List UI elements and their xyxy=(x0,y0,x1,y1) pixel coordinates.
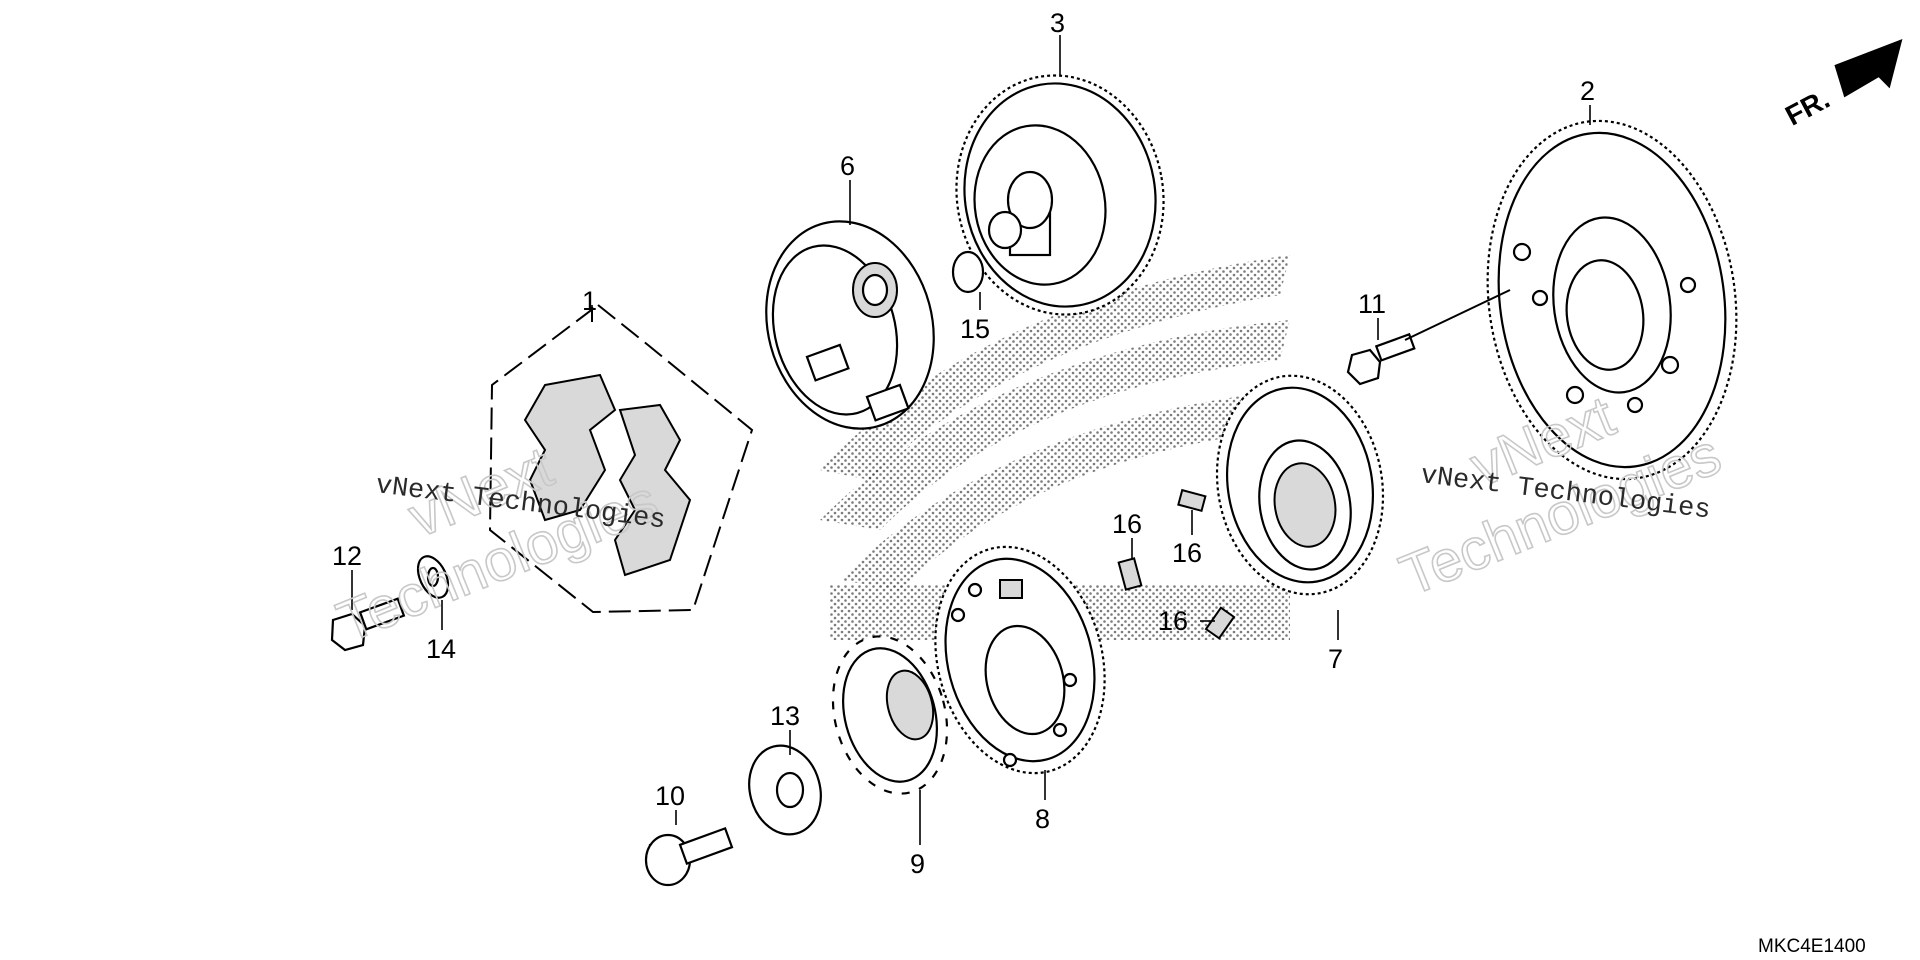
part-label-3: 3 xyxy=(1050,8,1065,38)
part-16-spring-c xyxy=(1204,606,1236,640)
part-16-spring-b xyxy=(1177,488,1207,513)
part-label-15: 15 xyxy=(960,314,990,344)
part-13-washer xyxy=(748,744,822,836)
part-3-clutch-outer xyxy=(955,74,1165,316)
part-12-flange-bolt xyxy=(330,597,406,652)
front-direction-marker: FR. xyxy=(1780,39,1903,132)
part-label-14: 14 xyxy=(426,634,456,664)
part-label-13: 13 xyxy=(770,701,800,731)
part-label-2: 2 xyxy=(1580,76,1595,106)
part-label-1: 1 xyxy=(582,286,597,316)
part-number-labels: 1 2 3 6 7 8 9 10 11 12 13 14 15 16 16 16 xyxy=(332,8,1595,879)
part-label-16a: 16 xyxy=(1112,509,1142,539)
part-10-flange-bolt xyxy=(644,826,734,887)
part-label-7: 7 xyxy=(1328,644,1343,674)
front-direction-label: FR. xyxy=(1780,83,1834,132)
part-14-washer xyxy=(416,555,450,599)
part-7-primary-drive-gear xyxy=(1215,374,1385,596)
part-label-11: 11 xyxy=(1358,289,1386,319)
part-15-snap-ring xyxy=(951,250,985,294)
part-6-clutch-drum xyxy=(765,220,935,430)
part-label-10: 10 xyxy=(655,781,685,811)
part-label-16c: 16 xyxy=(1158,606,1188,636)
part-8-starter-driven-gear xyxy=(934,545,1106,775)
part-2-driven-gear xyxy=(1486,119,1738,481)
part-label-16b: 16 xyxy=(1172,538,1202,568)
leader-lines xyxy=(351,35,1591,845)
diagram-code: MKC4E1400 xyxy=(1758,936,1866,957)
part-9-one-way-clutch xyxy=(831,635,949,795)
part-11-flange-bolt xyxy=(1346,289,1511,386)
part-label-6: 6 xyxy=(840,151,855,181)
part-1-weight-set xyxy=(488,303,754,614)
part-label-8: 8 xyxy=(1035,804,1050,834)
part-label-9: 9 xyxy=(910,849,925,879)
part-16-spring-a xyxy=(1117,557,1143,591)
part-label-12: 12 xyxy=(332,541,362,571)
